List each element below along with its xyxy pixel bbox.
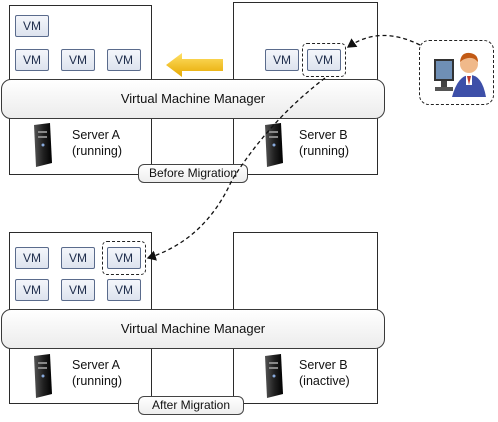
vm-migration-path — [146, 77, 326, 261]
after-migration-caption: After Migration — [138, 396, 244, 415]
migrated-vm-selection — [102, 241, 146, 275]
before-vmm-bar: Virtual Machine Manager — [1, 79, 385, 119]
vm-block: VM — [61, 247, 95, 269]
vm-block: VM — [15, 49, 49, 71]
migrating-vm-block: VM — [307, 49, 341, 71]
before-server-b-label: Server B (running) — [299, 127, 349, 159]
server-name: Server B — [299, 128, 348, 142]
server-tower-icon — [31, 354, 53, 398]
admin-to-vm-connector — [346, 34, 421, 48]
migration-arrow-icon — [166, 53, 224, 77]
server-name: Server A — [72, 358, 120, 372]
server-status: (running) — [299, 144, 350, 158]
vm-block: VM — [265, 49, 299, 71]
after-server-b-label: Server B (inactive) — [299, 357, 350, 389]
vm-block: VM — [61, 279, 95, 301]
vm-block: VM — [61, 49, 95, 71]
before-server-a-label: Server A (running) — [72, 127, 122, 159]
vm-block: VM — [15, 15, 49, 37]
server-status: (running) — [72, 374, 123, 388]
vm-block: VM — [15, 279, 49, 301]
vm-block: VM — [107, 279, 141, 301]
admin-user-icon — [430, 45, 488, 101]
server-name: Server B — [299, 358, 348, 372]
server-name: Server A — [72, 128, 120, 142]
server-tower-icon — [31, 123, 53, 167]
vm-block: VM — [107, 49, 141, 71]
after-server-a-label: Server A (running) — [72, 357, 122, 389]
before-migration-caption: Before Migration — [138, 164, 248, 183]
after-vmm-bar: Virtual Machine Manager — [1, 309, 385, 349]
vm-block: VM — [15, 247, 49, 269]
server-tower-icon — [262, 354, 284, 398]
migrated-vm-block: VM — [107, 247, 141, 269]
server-status: (inactive) — [299, 374, 350, 388]
migrating-vm-selection — [302, 43, 346, 77]
server-status: (running) — [72, 144, 123, 158]
server-tower-icon — [262, 123, 284, 167]
